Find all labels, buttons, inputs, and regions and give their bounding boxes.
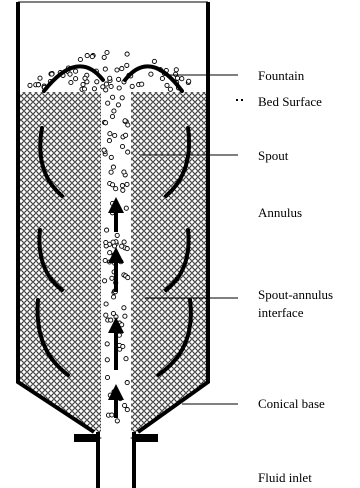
label-fountain: Fountain bbox=[258, 68, 305, 83]
label-spout: Spout bbox=[258, 148, 289, 163]
label-conical-base: Conical base bbox=[258, 396, 325, 411]
bed-surface-marker bbox=[236, 99, 243, 101]
fountain-particles bbox=[28, 50, 191, 92]
label-interface-line2: interface bbox=[258, 305, 304, 320]
label-annulus: Annulus bbox=[258, 205, 302, 220]
inlet-flanges bbox=[74, 434, 158, 442]
inlet-pipe bbox=[98, 432, 134, 488]
label-fluid-inlet: Fluid inlet bbox=[258, 470, 312, 485]
label-bed-surface: Bed Surface bbox=[258, 94, 322, 109]
label-interface-line1: Spout-annulus bbox=[258, 287, 333, 302]
